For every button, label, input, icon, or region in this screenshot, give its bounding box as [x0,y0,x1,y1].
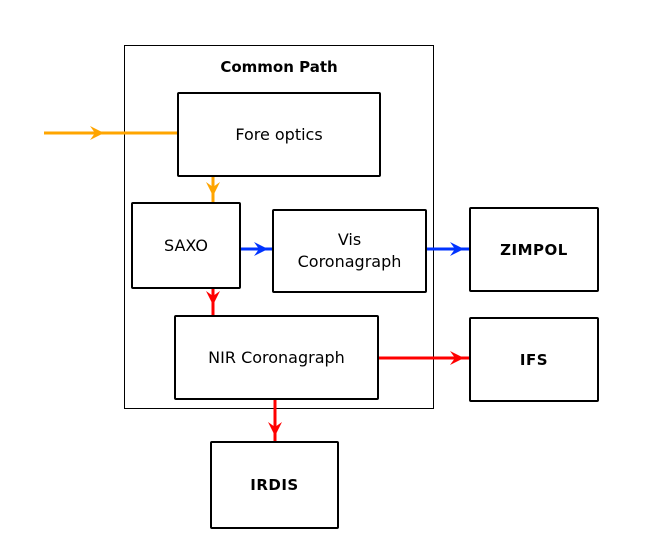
ifs-block: IFS [469,317,599,402]
arrowhead-icon [90,126,104,140]
irdis-label: IRDIS [250,476,299,494]
arrowhead-icon [206,182,220,196]
ifs-label: IFS [519,350,549,369]
vis-coronagraph-label-line1: Vis [337,230,362,249]
arrowhead-icon [254,242,268,256]
nir-to-irdis-arrow [268,400,282,441]
saxo-to-nir-arrow [206,289,220,315]
arrowhead-icon [268,422,282,436]
zimpol-label: ZIMPOL [500,240,568,259]
input-arrow [44,126,177,140]
fore-optics-label: Fore optics [235,124,323,144]
arrowhead-icon [450,242,464,256]
vis-coronagraph-block: Vis Coronagraph [272,209,427,293]
saxo-to-vis-arrow [241,242,272,256]
nir-coronagraph-label: NIR Coronagraph [208,347,345,367]
vis-to-zimpol-arrow [427,242,469,256]
arrowhead-icon [206,291,220,305]
vis-coronagraph-label-line2: Coronagraph [297,252,402,271]
nir-coronagraph-block: NIR Coronagraph [174,315,379,400]
common-path-container [124,45,434,409]
irdis-block: IRDIS [210,441,339,529]
saxo-block: SAXO [131,202,241,289]
fore-optics-block: Fore optics [177,92,381,177]
fore-to-saxo-arrow [206,177,220,202]
nir-to-ifs-arrow [379,351,469,365]
zimpol-block: ZIMPOL [469,207,599,292]
saxo-label: SAXO [164,235,208,255]
arrowhead-icon [450,351,464,365]
common-path-title: Common Path [220,58,338,76]
